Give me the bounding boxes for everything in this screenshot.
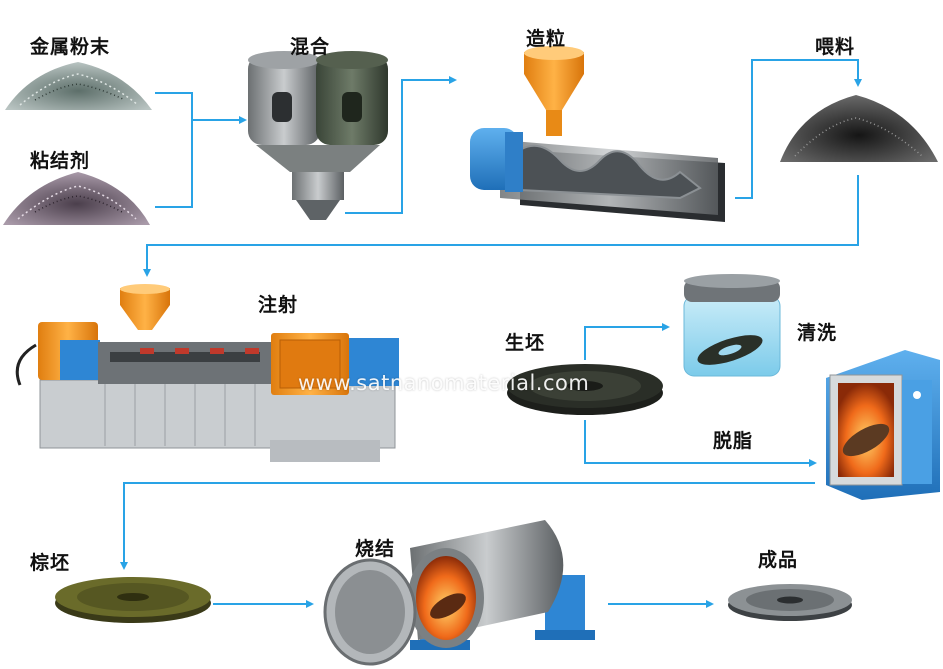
arrow-inputs-merge bbox=[155, 92, 193, 208]
feedstock-pile-icon bbox=[780, 95, 938, 162]
arrow-to-feedstock bbox=[735, 59, 862, 199]
label-injection: 注射 bbox=[258, 294, 299, 316]
arrow-to-granulator bbox=[345, 76, 457, 214]
injection-machine-icon bbox=[15, 284, 399, 462]
label-debinding: 脱脂 bbox=[713, 430, 754, 452]
label-green-part: 生坯 bbox=[505, 332, 546, 354]
binder-pile-icon bbox=[3, 172, 150, 225]
powder-pile-icon bbox=[5, 62, 152, 110]
oven-icon bbox=[826, 350, 940, 500]
label-mixing: 混合 bbox=[290, 36, 331, 58]
label-cleaning: 清洗 bbox=[797, 322, 838, 344]
mixer-icon bbox=[248, 51, 388, 220]
finished-product-disc-icon bbox=[728, 584, 852, 621]
arrow-to-brown-part bbox=[120, 482, 815, 570]
label-brown-part: 棕坯 bbox=[30, 552, 71, 574]
arrow-to-debinding bbox=[584, 420, 817, 467]
label-feedstock: 喂料 bbox=[815, 36, 856, 58]
granulator-icon bbox=[470, 46, 725, 222]
water-tank-icon bbox=[683, 274, 781, 377]
sintering-furnace-icon bbox=[323, 520, 595, 666]
label-granulation: 造粒 bbox=[526, 28, 567, 50]
label-binder: 粘结剂 bbox=[30, 150, 91, 172]
arrow-to-injection bbox=[143, 175, 859, 277]
flow-arrows bbox=[120, 59, 862, 608]
arrow-to-cleaning bbox=[584, 323, 670, 360]
brown-part-disc-icon bbox=[55, 577, 211, 623]
label-sintering: 烧结 bbox=[355, 538, 396, 560]
label-finished-product: 成品 bbox=[758, 549, 799, 571]
watermark: www.satnanomaterial.com bbox=[298, 371, 590, 395]
green-part-disc-icon bbox=[507, 364, 663, 415]
label-metal-powder: 金属粉末 bbox=[30, 36, 111, 58]
